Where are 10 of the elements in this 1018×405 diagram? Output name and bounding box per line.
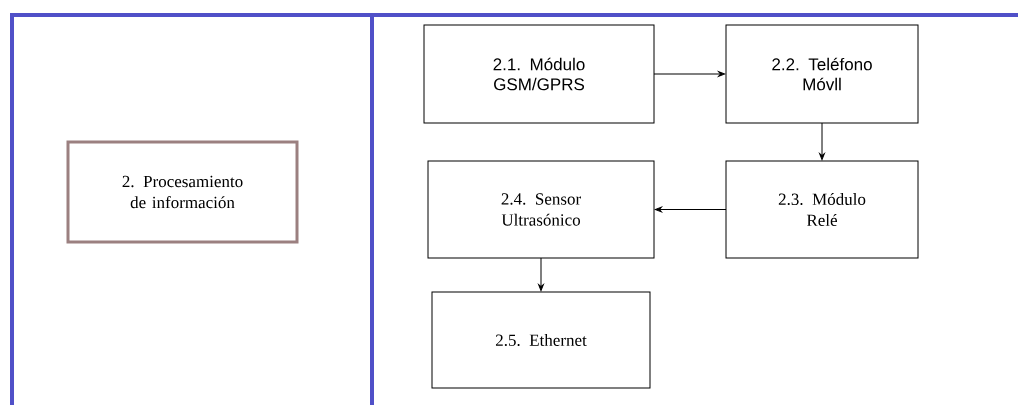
arrow [653,71,726,77]
arrow [654,206,727,213]
process-box: 2.5. Ethernet [431,291,651,389]
arrow [538,257,544,292]
process-box: 2.1. Módulo GSM/GPRS [423,24,655,124]
process-box: 2.3. Módulo Relé [725,160,919,259]
arrow [819,122,825,161]
process-box: 2.2. Teléfono Móvll [725,24,919,124]
process-box: 2. Procesamiento de información [66,140,299,244]
process-box: 2.4. Sensor Ultrasónico [427,160,655,259]
